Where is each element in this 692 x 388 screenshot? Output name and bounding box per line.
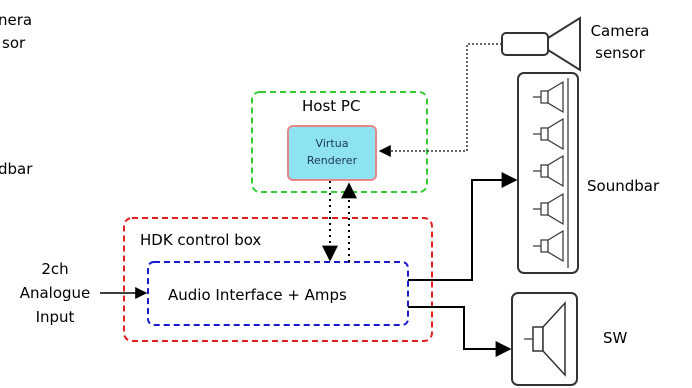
renderer-box xyxy=(287,125,377,181)
soundbar-driver-icon xyxy=(533,154,564,188)
renderer-label-1: Virtua xyxy=(316,137,349,150)
soundbar-label: Soundbar xyxy=(587,177,660,195)
camera-to-renderer-connector xyxy=(378,43,502,157)
hdk-control-box xyxy=(123,217,433,342)
input-label-1: 2ch xyxy=(41,260,68,278)
audio-to-subwoofer-arrow xyxy=(408,306,512,357)
input-label-2: Analogue xyxy=(20,284,91,302)
host-pc-label: Host PC xyxy=(302,97,360,115)
camera-icon xyxy=(501,16,581,72)
subwoofer-icon xyxy=(511,292,578,386)
soundbar-driver-icon xyxy=(533,117,564,151)
audio-interface-box xyxy=(147,261,409,326)
audio-to-soundbar-arrow xyxy=(408,172,518,281)
soundbar-driver-icon xyxy=(533,192,564,226)
soundbar-driver-icon xyxy=(533,229,564,263)
soundbar-icon xyxy=(517,72,579,274)
camera-sensor-label-1: Camera xyxy=(591,22,650,40)
input-label-3: Input xyxy=(36,308,75,326)
cropped-camera-label-2: sor xyxy=(2,34,26,52)
host-pc-box xyxy=(251,91,428,193)
audio-interface-label: Audio Interface + Amps xyxy=(168,286,347,304)
cropped-soundbar-label: dbar xyxy=(0,160,33,178)
renderer-label-2: Renderer xyxy=(307,154,358,167)
soundbar-driver-icon xyxy=(533,80,564,114)
hdk-control-box-label: HDK control box xyxy=(140,231,261,249)
subwoofer-label: SW xyxy=(603,329,628,347)
cropped-camera-label-1: nera xyxy=(0,11,32,29)
camera-sensor-label-2: sensor xyxy=(595,44,646,62)
